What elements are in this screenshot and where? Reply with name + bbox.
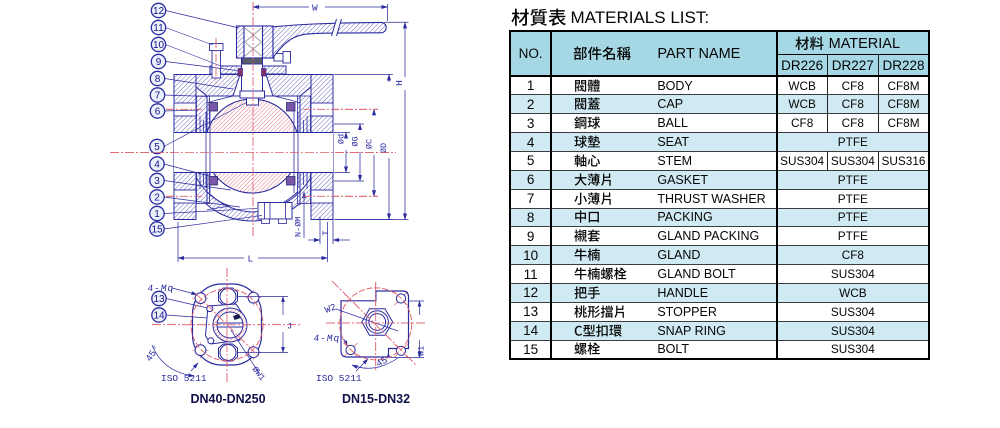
svg-text:L: L [248, 254, 254, 265]
svg-text:15: 15 [151, 225, 163, 236]
svg-text:6: 6 [155, 107, 161, 118]
svg-text:ØC: ØC [365, 139, 375, 149]
svg-text:DN40-DN250: DN40-DN250 [190, 392, 265, 406]
svg-text:45°: 45° [143, 343, 162, 363]
svg-text:W: W [312, 3, 318, 14]
svg-text:ØG: ØG [351, 136, 361, 146]
svg-text:4-Mq: 4-Mq [147, 283, 175, 294]
svg-text:W1: W1 [417, 346, 427, 356]
svg-text:5: 5 [154, 142, 160, 153]
svg-text:J: J [287, 322, 292, 332]
svg-text:Ød: Ød [337, 134, 347, 144]
svg-text:T: T [321, 230, 331, 235]
svg-text:12: 12 [153, 6, 165, 17]
svg-text:3: 3 [154, 176, 160, 187]
svg-text:11: 11 [153, 23, 164, 34]
svg-text:45°: 45° [374, 352, 394, 370]
svg-text:H: H [394, 80, 405, 86]
svg-text:1: 1 [154, 209, 160, 220]
svg-text:4-Mq: 4-Mq [313, 333, 341, 344]
svg-text:DN15-DN32: DN15-DN32 [342, 392, 410, 406]
svg-text:13: 13 [153, 294, 165, 305]
svg-text:10: 10 [153, 40, 165, 51]
svg-text:2: 2 [154, 193, 160, 204]
svg-text:8: 8 [155, 74, 161, 85]
svg-text:4: 4 [154, 160, 160, 171]
svg-text:ISO 5211: ISO 5211 [161, 373, 207, 384]
svg-text:9: 9 [156, 57, 162, 68]
svg-text:7: 7 [155, 91, 161, 102]
svg-text:ØD: ØD [379, 143, 389, 153]
svg-text:ISO 5211: ISO 5211 [316, 373, 362, 384]
svg-text:ØW1: ØW1 [250, 365, 267, 383]
svg-text:N-ØM: N-ØM [294, 217, 304, 237]
svg-text:W2: W2 [323, 301, 338, 315]
svg-text:14: 14 [153, 311, 165, 322]
